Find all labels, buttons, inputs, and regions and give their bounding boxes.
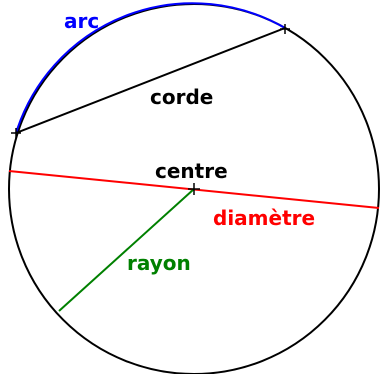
chord-label: corde bbox=[150, 85, 213, 109]
chord-endpoint-left-marker bbox=[11, 128, 21, 138]
arc-curve bbox=[15, 2, 286, 134]
arc-label: arc bbox=[64, 9, 99, 33]
radius-label: rayon bbox=[127, 251, 191, 275]
chord-line bbox=[15, 27, 286, 134]
diameter-label: diamètre bbox=[213, 206, 315, 230]
chord-endpoint-right-marker bbox=[280, 24, 290, 34]
center-label: centre bbox=[155, 159, 228, 183]
radius-line bbox=[58, 188, 195, 312]
center-marker bbox=[188, 183, 200, 195]
